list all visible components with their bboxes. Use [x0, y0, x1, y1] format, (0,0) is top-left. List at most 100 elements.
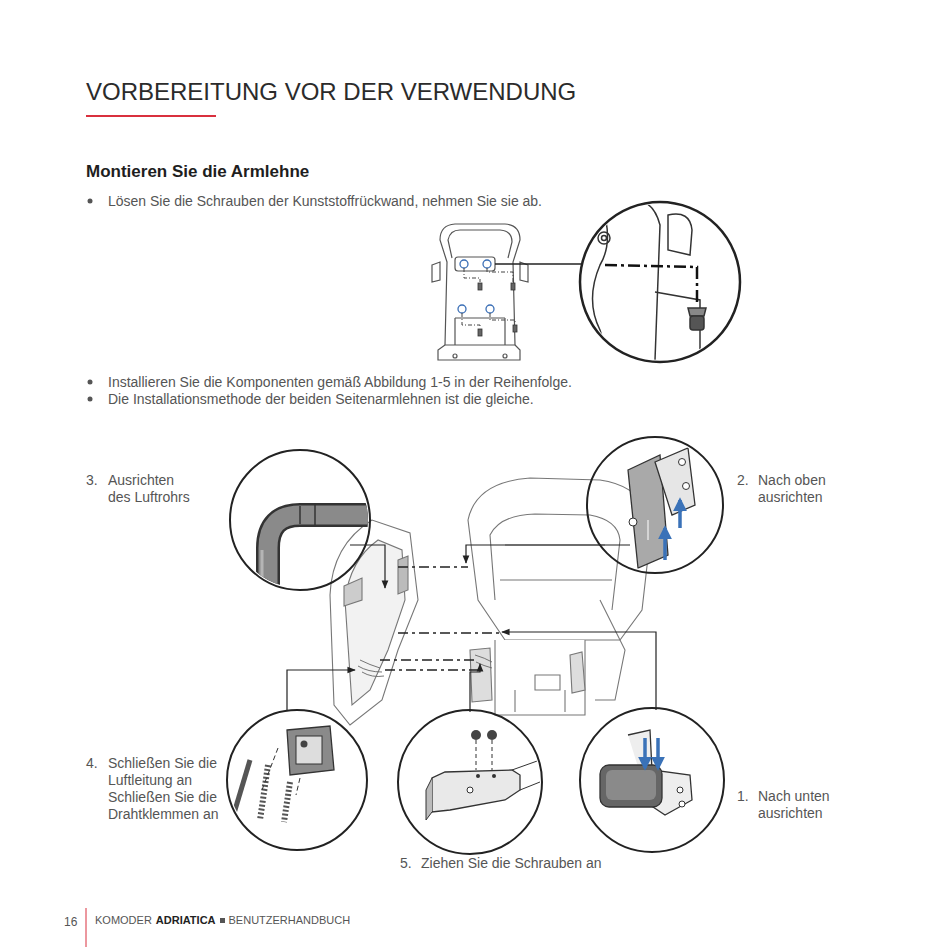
screw-marker [458, 260, 494, 313]
screw-marker [458, 305, 466, 313]
footer-rule [86, 908, 87, 947]
leader-line [466, 545, 630, 563]
leader-line [495, 263, 582, 264]
screw [478, 329, 482, 336]
hinge-detail [600, 730, 692, 815]
callout-text: Schließen Sie die Luftleitung an Schließ… [108, 755, 233, 823]
bracket-detail [655, 448, 695, 515]
hinge-detail [656, 738, 660, 768]
chair-illustration [595, 600, 625, 700]
callout-text: Nach oben ausrichten [758, 472, 838, 506]
callout-number: 2. [737, 472, 749, 489]
chair-illustration [470, 648, 492, 702]
detail-circle [602, 236, 607, 241]
alignment-line [398, 632, 500, 633]
callout-number: 5. [400, 855, 412, 872]
bullet-dot [88, 199, 93, 402]
air-tube-detail [230, 450, 380, 600]
bracket-detail [678, 500, 682, 528]
chair-illustration [515, 675, 565, 712]
chair-back-view [448, 230, 512, 258]
screw [513, 325, 517, 332]
leader-line [502, 632, 656, 710]
connector-detail [227, 710, 367, 850]
bracket-detail [683, 483, 690, 490]
chair-illustration [495, 640, 585, 715]
screw [478, 283, 517, 336]
connector-detail [232, 726, 334, 822]
wire-bundle [358, 660, 384, 677]
screw-detail [432, 770, 520, 812]
chair-back-view [455, 257, 495, 271]
hinge-detail [643, 738, 647, 768]
screw [478, 283, 482, 290]
screw-path [490, 313, 515, 324]
leader-line [495, 263, 582, 264]
bracket-detail [587, 437, 723, 573]
connector-detail [260, 765, 268, 820]
chair-back-view [438, 345, 520, 360]
leader-line [350, 545, 385, 588]
air-tube-detail [268, 515, 380, 600]
air-tube-detail [300, 503, 315, 527]
connector-detail [287, 726, 334, 775]
instruction-text: Installieren Sie die Komponenten gemäß A… [108, 374, 572, 391]
screw-detail [476, 740, 492, 770]
detail-circle [598, 232, 610, 244]
bullet-dot [88, 199, 93, 204]
bracket-detail [679, 459, 686, 466]
chair-back-view [432, 262, 528, 282]
screw-marker [486, 305, 494, 313]
connector-detail [284, 782, 290, 822]
detail-circle [580, 202, 740, 362]
callout-text: Ausrichten des Luftrohrs [108, 472, 200, 506]
page-title: VORBEREITUNG VOR DER VERWENDUNG [86, 78, 576, 106]
air-tube-detail [268, 515, 380, 600]
wire-bundle [475, 655, 492, 668]
screw-path [462, 313, 480, 328]
chair-illustration [570, 652, 585, 693]
detail-circle [690, 316, 704, 330]
screw-detail [398, 710, 545, 854]
screw-detail [476, 774, 480, 778]
detail-circle [580, 200, 740, 370]
air-tube-detail [230, 450, 370, 590]
connector-detail [296, 736, 322, 764]
bullet-dot [88, 397, 93, 402]
screw-detail [487, 730, 497, 740]
separator-square [220, 918, 225, 923]
screw-path [487, 268, 513, 282]
connector-detail [296, 778, 300, 795]
chair-illustration [490, 514, 620, 610]
page-number: 16 [64, 914, 77, 931]
product-name: ADRIATICA [156, 914, 216, 926]
chair-back-view [453, 354, 457, 358]
screw-path [464, 268, 480, 282]
detail-circle [688, 308, 706, 316]
screw-detail [492, 774, 496, 778]
wire-bundle [358, 655, 492, 677]
air-tube-detail [261, 550, 264, 600]
bracket-detail [648, 520, 649, 540]
connector-detail [227, 710, 367, 850]
bracket-detail [628, 448, 695, 568]
screw-marker [483, 260, 491, 268]
chair-illustration [468, 478, 652, 640]
callout-text: Nach unten ausrichten [758, 788, 842, 822]
screw [511, 283, 515, 290]
bullet-dot [88, 380, 93, 385]
connector-detail [301, 741, 308, 748]
footer-rule [86, 908, 87, 947]
instruction-text: Lösen Sie die Schrauben der Kunststoffrü… [108, 193, 542, 210]
screw-detail [426, 778, 432, 820]
leader-line [470, 664, 480, 712]
chair-illustration [500, 545, 612, 580]
hinge-detail [580, 708, 724, 852]
bracket-detail [629, 518, 637, 526]
title-underline [86, 115, 216, 117]
bracket-detail [587, 437, 723, 573]
alignment-line [385, 669, 478, 670]
callout-number: 1. [737, 788, 749, 805]
screw-detail [398, 710, 542, 854]
